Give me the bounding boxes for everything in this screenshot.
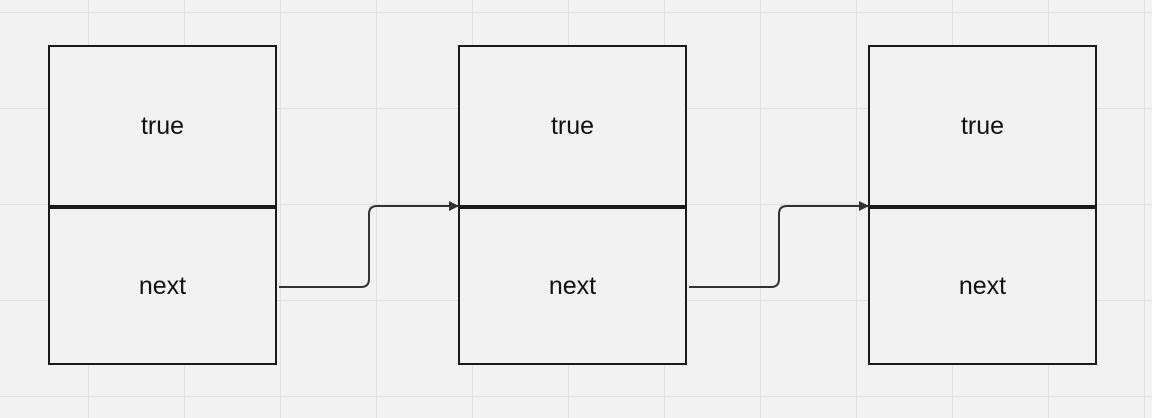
node-next-cell: next [138, 271, 187, 300]
next-pointer-arrow[interactable] [689, 201, 869, 288]
node-divider [50, 205, 275, 209]
node-value-cell: true [550, 112, 595, 140]
list-node-3[interactable]: true next [868, 45, 1097, 365]
list-node-1[interactable]: true next [48, 45, 277, 365]
node-next-cell: next [958, 271, 1007, 300]
node-value-cell: true [960, 112, 1005, 140]
node-divider [460, 205, 685, 209]
node-next-cell: next [548, 271, 597, 300]
node-value-cell: true [140, 112, 185, 140]
list-node-2[interactable]: true next [458, 45, 687, 365]
next-pointer-arrow[interactable] [279, 201, 459, 288]
node-divider [870, 205, 1095, 209]
